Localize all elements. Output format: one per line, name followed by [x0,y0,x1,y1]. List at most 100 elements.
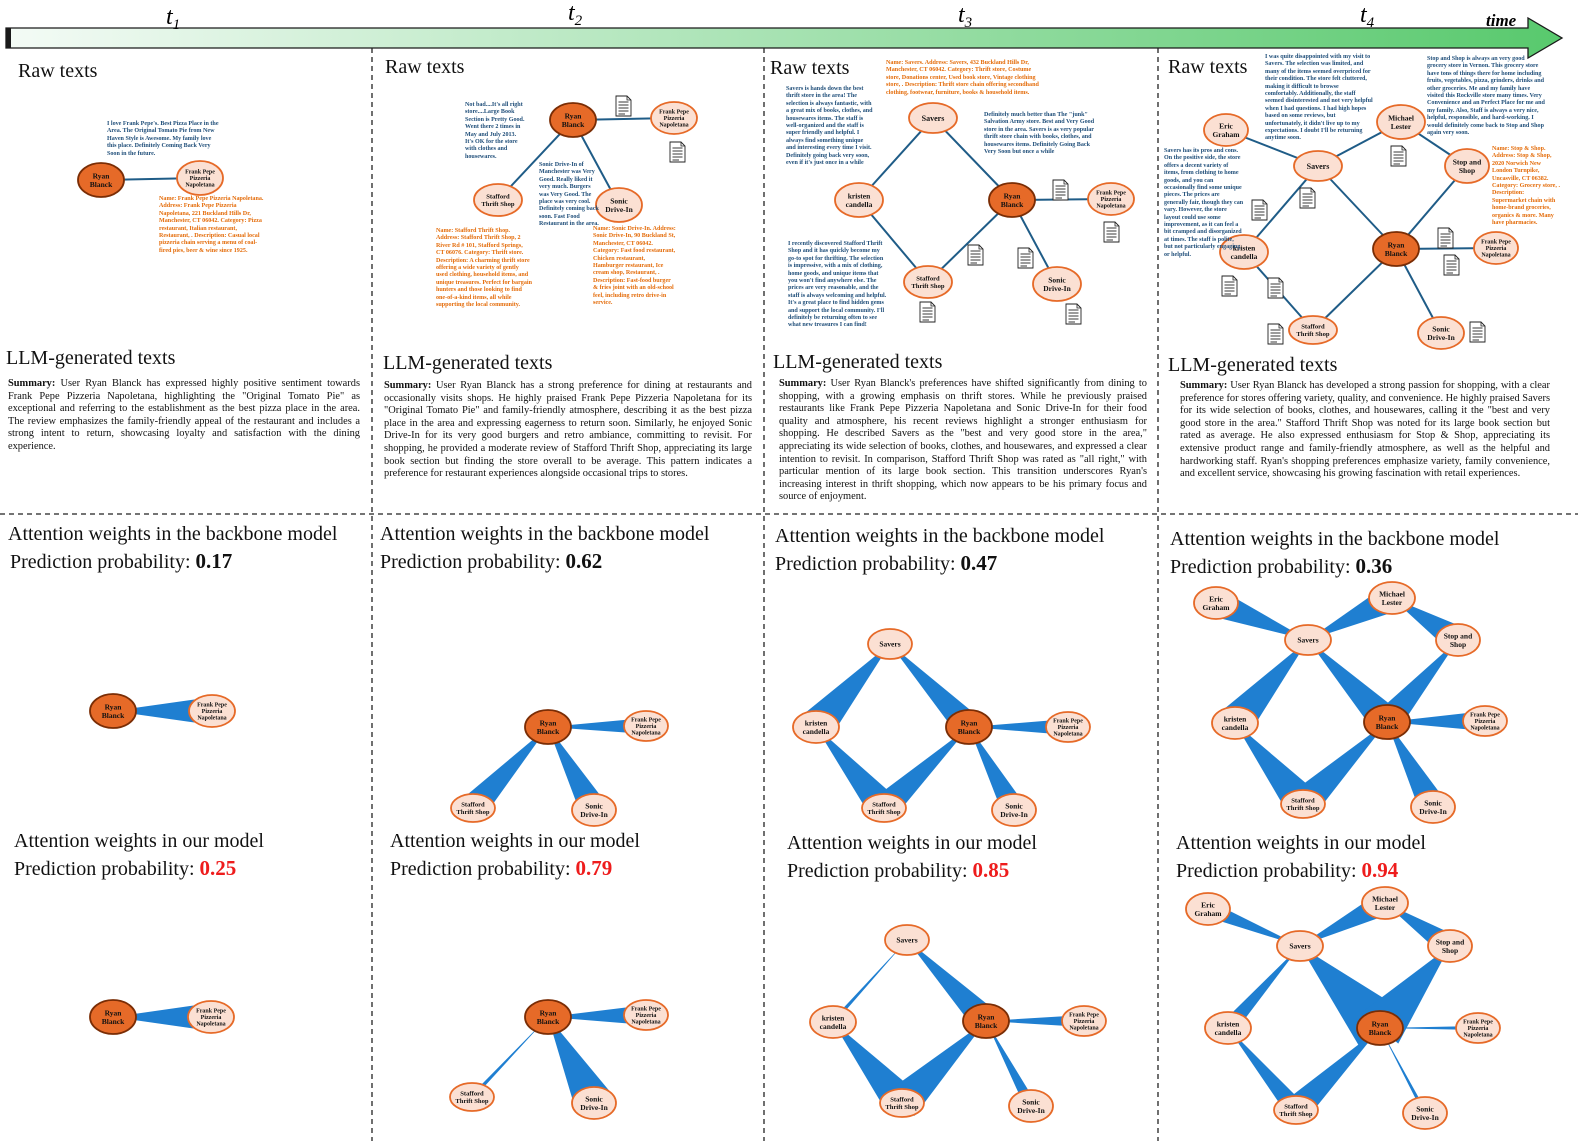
raw-snippet: Name: Frank Pepe Pizzeria Napoletana. Ad… [159,196,264,254]
document-icon [1437,227,1454,249]
node-label: Savers [1289,942,1310,951]
document-icon [615,95,632,117]
llm-texts-heading: LLM-generated texts [6,347,176,369]
attention-wedge [1387,711,1486,731]
raw-snippet: Savers has its pros and cons. On the pos… [1164,148,1244,258]
our-prediction: Prediction probability: 0.94 [1176,858,1399,882]
backbone-attention-heading: Attention weights in the backbone model [8,523,338,545]
our-attention-heading: Attention weights in our model [390,830,640,852]
document-icon [1065,303,1082,325]
backbone-probability: 0.36 [1355,554,1393,578]
backbone-prediction: Prediction probability: 0.36 [1170,554,1393,578]
backbone-probability: 0.62 [565,549,603,573]
document-icon [967,244,984,266]
attention-wedge [113,1003,211,1031]
our-attention-heading: Attention weights in our model [1176,832,1426,854]
time-ticks: t1 t2 t3 t4 time [166,0,1517,33]
backbone-attention-heading: Attention weights in the backbone model [1170,528,1500,550]
attention-wedge [470,1017,548,1099]
llm-summary: Summary: User Ryan Blanck's preferences … [779,378,1147,503]
tick-t4: t4 [1360,2,1375,31]
raw-snippet: Name: Sonic Drive-In. Address: Sonic Dri… [593,226,676,307]
our-probability: 0.85 [972,858,1010,882]
attention-wedge [548,1005,647,1025]
node-label: Savers [922,114,945,123]
backbone-attention-heading: Attention weights in the backbone model [775,525,1105,547]
tick-t3: t3 [958,2,972,31]
backbone-prediction: Prediction probability: 0.47 [775,551,998,575]
document-icon [1267,277,1284,299]
document-icon [1017,247,1034,269]
node-label: Savers [1297,636,1318,645]
llm-texts-heading: LLM-generated texts [773,351,943,373]
attention-wedge [986,1015,1084,1027]
raw-snippet: Name: Stafford Thrift Shop. Address: Sta… [436,228,532,309]
time-arrow [5,16,1564,60]
backbone-attention-heading: Attention weights in the backbone model [380,523,710,545]
our-probability: 0.79 [575,856,613,880]
attention-wedge [1221,946,1300,1034]
document-icon [919,301,936,323]
node-savers: Savers [908,102,958,134]
node-label: Savers [1307,162,1330,171]
raw-snippet: Name: Stop & Shop. Address: Stop & Shop,… [1492,146,1560,227]
our-attention-heading: Attention weights in our model [14,830,264,852]
llm-texts-heading: LLM-generated texts [383,352,553,374]
node-savers: Savers [1276,930,1324,962]
llm-summary: Summary: User Ryan Blanck has expressed … [8,378,360,452]
